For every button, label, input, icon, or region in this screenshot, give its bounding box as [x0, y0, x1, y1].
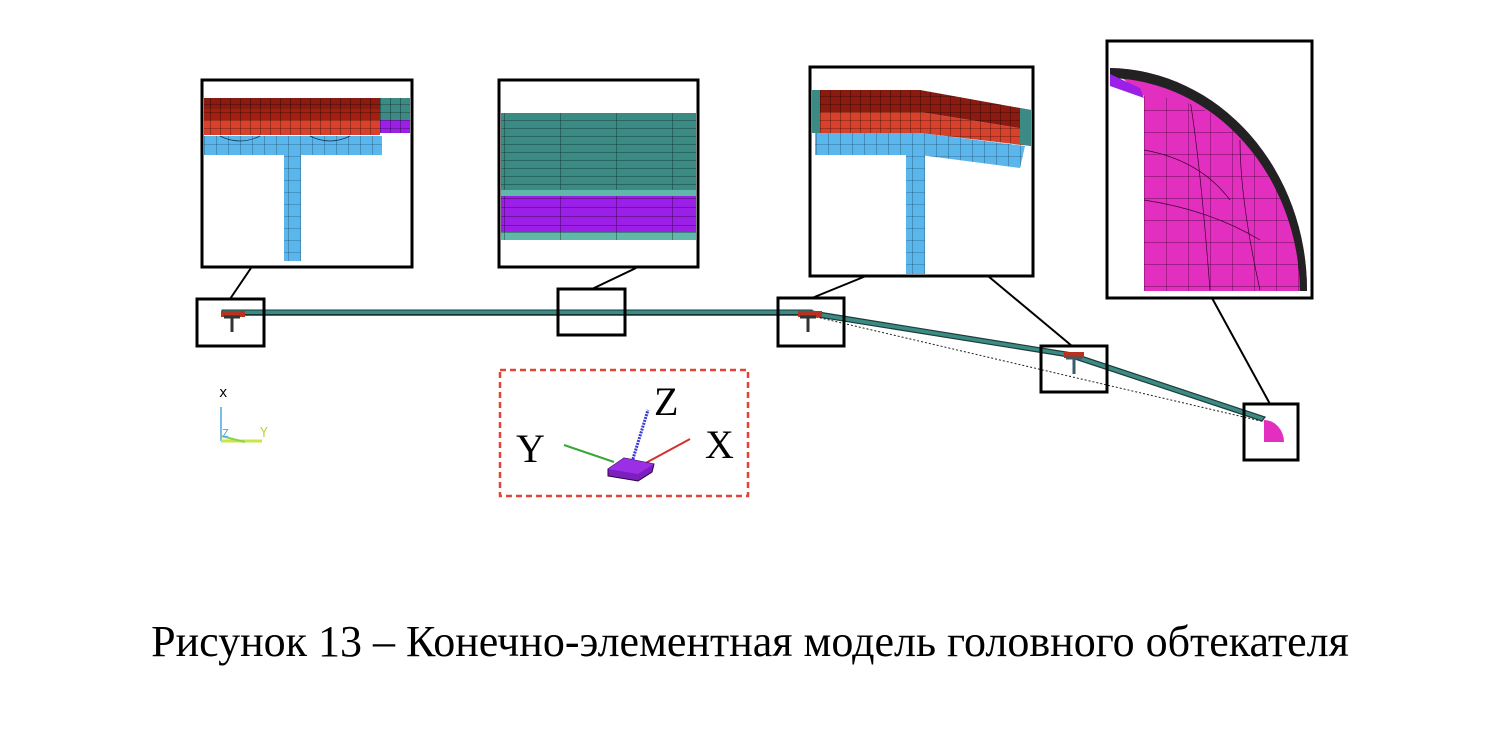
mini-axis-y-label: Y [260, 426, 268, 441]
coordinate-system-frame: Y Z X [498, 368, 750, 498]
axis-x-label: X [705, 422, 734, 467]
axis-y-label: Y [516, 426, 545, 471]
figure-caption: Рисунок 13 – Конечно-элементная модель г… [151, 617, 1349, 666]
zoom-detail-stiffener-1 [200, 78, 414, 269]
nose-cap [1264, 420, 1284, 442]
axis-x-line [641, 438, 691, 466]
axis-z-label: Z [654, 379, 678, 424]
detail-markers [195, 287, 1300, 462]
axis-y-line [563, 444, 615, 463]
zoom-detail-nose-cap [1105, 39, 1314, 300]
mini-axis-triad: x Y Z [219, 385, 268, 443]
leader-lines [229, 267, 1271, 405]
fe-model-shell [221, 309, 1266, 423]
stiffener-ring-1 [221, 311, 245, 332]
stiffener-ring-2 [798, 311, 822, 332]
mini-axis-z-label: Z [222, 427, 229, 440]
axis-z-line [630, 409, 650, 463]
mini-axis-x-label: x [219, 385, 227, 401]
zoom-detail-stiffener-2 [808, 65, 1035, 278]
stiffener-ring-3 [1064, 352, 1084, 374]
zoom-detail-skin-layers [497, 78, 700, 269]
